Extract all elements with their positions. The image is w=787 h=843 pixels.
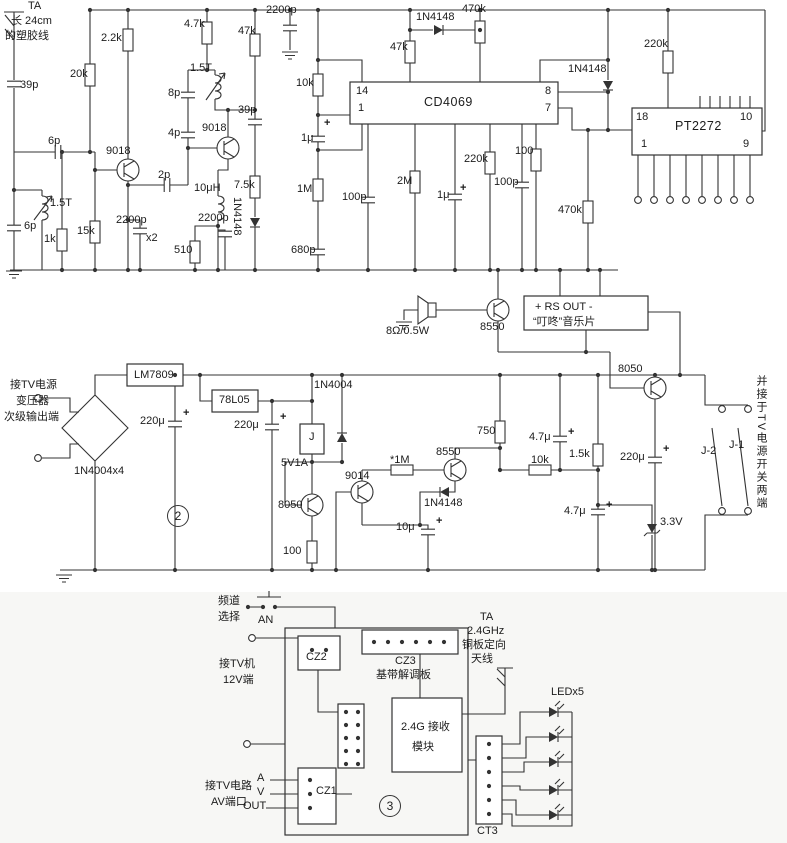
relay-box (299, 423, 325, 455)
ic-boxes (126, 81, 763, 836)
ct3-box (475, 735, 503, 825)
music-chip-box (523, 295, 649, 331)
baseband-board-box (284, 627, 469, 836)
bottom-circuit-wires (248, 591, 573, 827)
middle-circuit-wires (42, 374, 749, 571)
components (5, 20, 674, 583)
rx-module-box (391, 697, 463, 773)
ic-pt2272 (631, 107, 763, 156)
header-block-box (337, 703, 365, 769)
reg-lm7809-box (126, 363, 184, 387)
ic-cd4069 (349, 81, 559, 125)
reg-78l05-box (211, 389, 259, 413)
top-circuit-wires (4, 9, 766, 570)
cz2-box (297, 635, 341, 671)
cz1-box (297, 767, 337, 825)
